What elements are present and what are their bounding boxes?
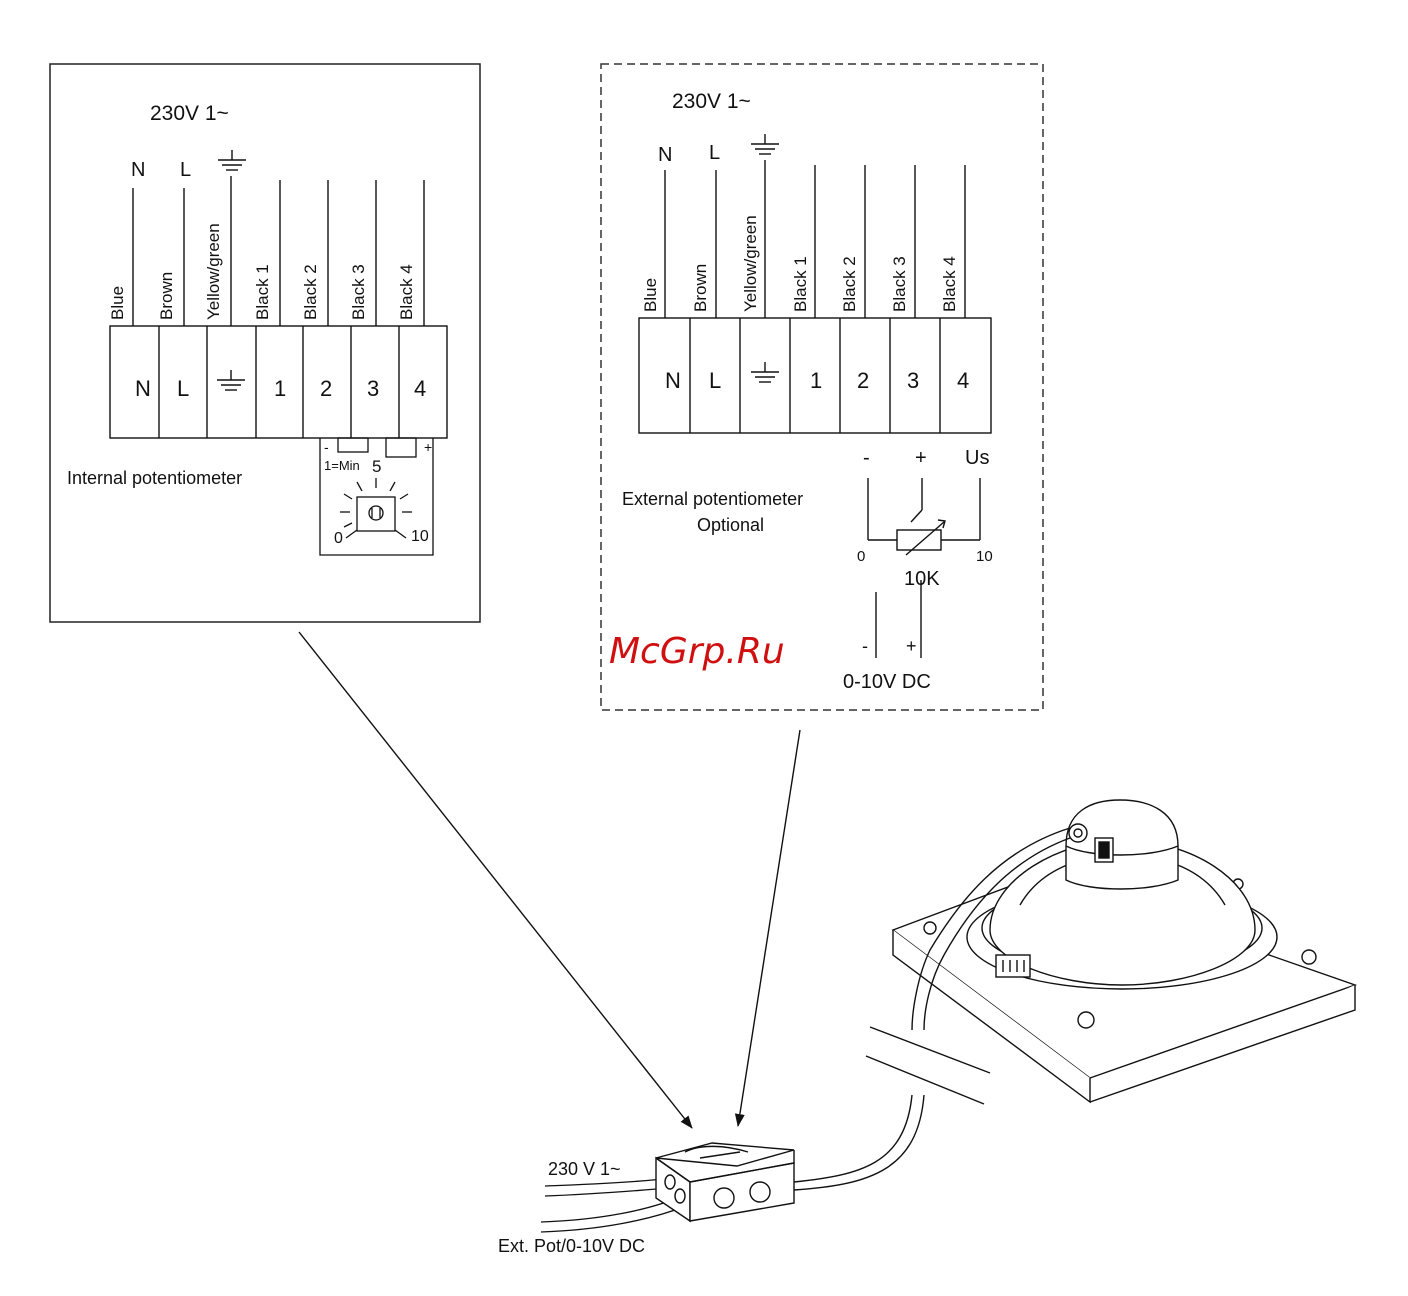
external-earth-symbol-top [751, 134, 779, 154]
internal-top-label-n: N [131, 159, 145, 181]
external-top-label-l: L [709, 142, 720, 164]
external-pot-subtitle: Optional [697, 515, 764, 535]
external-us-label: Us [965, 447, 989, 469]
external-dc-plus: + [906, 636, 917, 656]
external-supply-label: 230V 1~ [672, 90, 751, 113]
internal-wires [133, 176, 424, 326]
external-dc-minus: - [862, 636, 868, 656]
external-wire-black2: Black 2 [840, 256, 859, 312]
internal-wire-brown: Brown [157, 272, 176, 320]
junction-supply-label: 230 V 1~ [548, 1159, 621, 1179]
internal-pot-min-label: 1=Min [324, 458, 360, 473]
junction-ext-label: Ext. Pot/0-10V DC [498, 1236, 645, 1256]
internal-terminal-earth-icon [217, 370, 245, 390]
internal-pot-minus: - [324, 439, 329, 455]
internal-wire-black1: Black 1 [253, 264, 272, 320]
external-wire-black4: Black 4 [940, 256, 959, 312]
external-terminal-earth-icon [751, 362, 779, 382]
external-dc-label: 0-10V DC [843, 671, 931, 693]
internal-top-label-l: L [180, 159, 191, 181]
internal-terminal-2: 2 [320, 376, 332, 401]
internal-wire-yellow-green: Yellow/green [204, 223, 223, 320]
internal-wire-black2: Black 2 [301, 264, 320, 320]
external-wire-yellow-green: Yellow/green [741, 215, 760, 312]
external-terminal-3: 3 [907, 368, 919, 393]
internal-terminal-3: 3 [367, 376, 379, 401]
external-scale-min: 0 [857, 548, 865, 565]
arrow-external-to-box [738, 730, 800, 1126]
external-minus-label: - [863, 447, 870, 469]
external-terminal-1: 1 [810, 368, 822, 393]
external-pot-title: External potentiometer [622, 489, 803, 509]
external-terminal-2: 2 [857, 368, 869, 393]
external-terminal-l: L [709, 368, 721, 393]
external-scale-max: 10 [976, 548, 993, 565]
external-wire-brown: Brown [691, 264, 710, 312]
external-top-label-n: N [658, 144, 672, 166]
external-terminal-4: 4 [957, 368, 969, 393]
internal-wire-black4: Black 4 [397, 264, 416, 320]
internal-pot-dial-min: 0 [334, 530, 343, 547]
external-wire-black1: Black 1 [791, 256, 810, 312]
external-wire-black3: Black 3 [890, 256, 909, 312]
external-terminal-n: N [665, 368, 681, 393]
external-resistance-label: 10K [904, 568, 940, 590]
internal-terminal-1: 1 [274, 376, 286, 401]
internal-terminal-l: L [177, 376, 189, 401]
internal-panel: 230V 1~ N L Blue Brown Yellow/green Blac… [50, 64, 480, 622]
internal-wire-black3: Black 3 [349, 264, 368, 320]
internal-earth-symbol-top [218, 150, 246, 170]
external-panel: 230V 1~ N L Blue Brown Yellow/green Blac… [601, 64, 1043, 710]
internal-wire-blue: Blue [108, 286, 127, 320]
external-wire-blue: Blue [641, 278, 660, 312]
internal-potentiometer-label: Internal potentiometer [67, 468, 242, 488]
cable-break-marks [866, 1027, 990, 1104]
internal-pot-mid-label: 5 [372, 457, 381, 476]
internal-terminal-4: 4 [414, 376, 426, 401]
external-plus-label: + [915, 447, 927, 469]
internal-supply-label: 230V 1~ [150, 102, 229, 125]
external-wires [665, 160, 965, 318]
internal-pot-plus: + [424, 439, 432, 455]
internal-pot-dial-max: 10 [411, 528, 429, 545]
fan-unit-illustration [893, 800, 1355, 1102]
internal-terminal-n: N [135, 376, 151, 401]
watermark-text: McGrp.Ru [609, 631, 785, 672]
arrow-internal-to-box [299, 632, 692, 1128]
